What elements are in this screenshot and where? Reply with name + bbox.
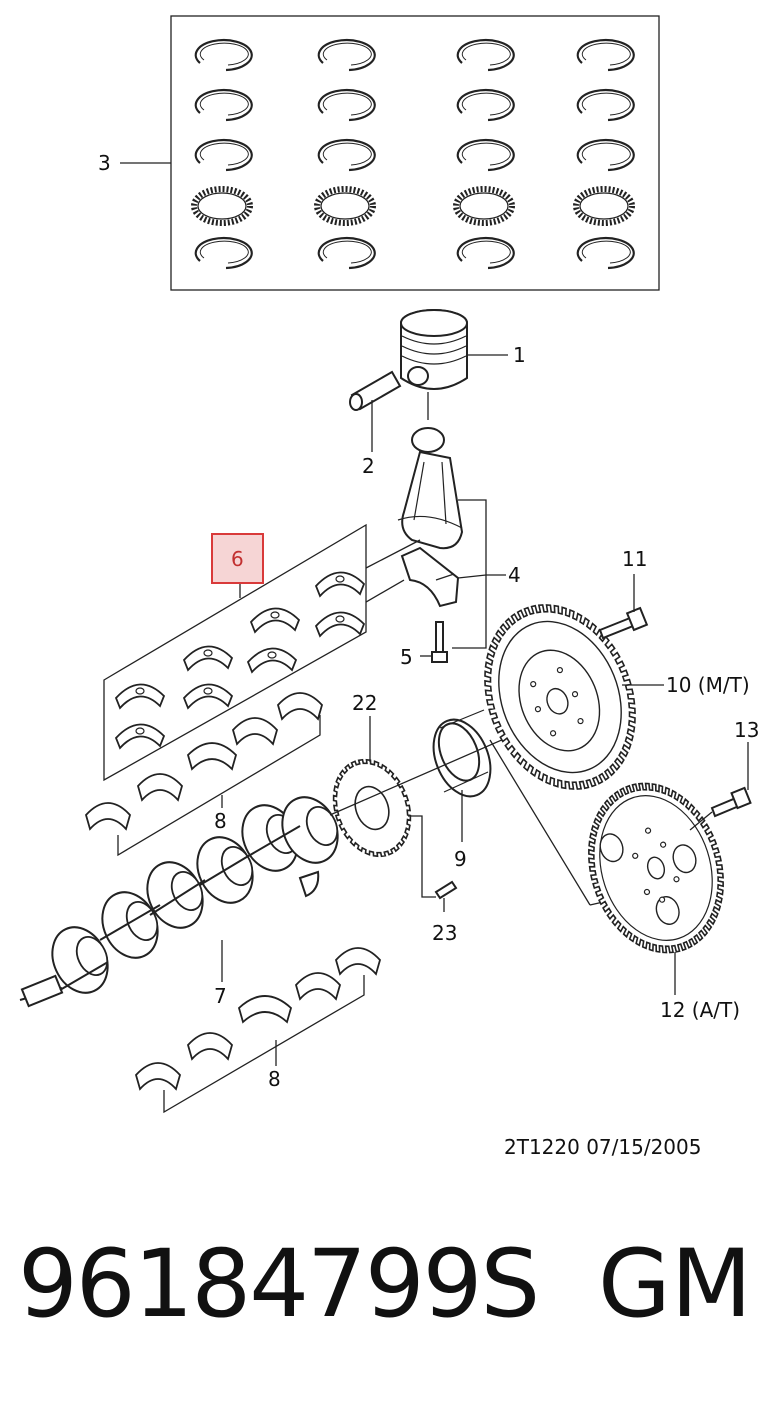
flywheel-mt — [484, 604, 636, 790]
rod-bearing-shell — [249, 607, 301, 634]
callout-11[interactable]: 11 — [622, 547, 647, 571]
sprocket-screw — [434, 880, 458, 900]
piston-ring — [317, 236, 376, 270]
callout-9[interactable]: 9 — [454, 847, 467, 871]
callout-10[interactable]: 10 (M/T) — [666, 673, 750, 697]
callout-13[interactable]: 13 — [734, 718, 759, 742]
piston-ring — [456, 138, 515, 172]
piston-ring — [317, 88, 376, 122]
rod-bolt — [431, 621, 448, 663]
drive-plate-at — [588, 782, 724, 954]
crankshaft — [19, 796, 339, 1008]
piston-ring — [194, 38, 253, 72]
callout-6[interactable]: 6 — [231, 547, 244, 571]
rod-bearing-set — [114, 571, 366, 750]
piston-ring — [314, 186, 376, 226]
callout-5[interactable]: 5 — [400, 645, 413, 669]
piston-ring — [576, 236, 635, 270]
highlighted-callout-box — [211, 533, 264, 584]
piston-ring — [317, 38, 376, 72]
piston-ring — [191, 186, 253, 226]
piston-ring — [576, 88, 635, 122]
drive-plate-bolt — [710, 786, 752, 818]
rod-bearing-shell — [246, 647, 298, 674]
callout-23[interactable]: 23 — [432, 921, 457, 945]
piston-ring — [576, 38, 635, 72]
crankshaft-sprocket — [332, 758, 412, 858]
piston-ring-set-frame — [170, 15, 660, 291]
piston-ring — [194, 88, 253, 122]
main-bearing-shell — [334, 947, 382, 976]
connecting-rod — [397, 427, 464, 550]
piston-ring — [576, 138, 635, 172]
main-bearing-shell — [84, 802, 132, 831]
callout-8-lower[interactable]: 8 — [268, 1067, 281, 1091]
callout-3[interactable]: 3 — [98, 151, 111, 175]
rod-bearing-shell — [182, 683, 234, 710]
piston-ring — [194, 138, 253, 172]
main-bearing-shell — [136, 773, 184, 802]
callout-8-upper[interactable]: 8 — [214, 809, 227, 833]
main-bearing-shell — [186, 1032, 234, 1061]
brand-name: GM — [598, 1230, 752, 1339]
piston-pin — [349, 370, 402, 411]
piston — [400, 309, 468, 390]
piston-ring — [456, 38, 515, 72]
leader-bracket-4 — [452, 499, 487, 649]
callout-7[interactable]: 7 — [214, 984, 227, 1008]
rod-bearing-shell — [182, 645, 234, 672]
rod-bearing-shell — [314, 571, 366, 598]
connecting-rod-cap — [400, 546, 460, 608]
callout-12[interactable]: 12 (A/T) — [660, 998, 740, 1022]
main-bearing-shell — [231, 717, 279, 746]
part-number: 96184799S — [18, 1230, 540, 1339]
callout-2[interactable]: 2 — [362, 454, 375, 478]
leader-bracket-8-lower — [163, 975, 365, 1114]
piston-ring — [456, 236, 515, 270]
main-bearing-shell — [186, 742, 238, 771]
lower-main-bearings — [134, 947, 382, 1091]
rod-bearing-shell — [114, 723, 166, 750]
callout-22[interactable]: 22 — [352, 691, 377, 715]
callout-4[interactable]: 4 — [508, 563, 521, 587]
main-bearing-shell — [294, 972, 342, 1001]
rod-bearing-shell — [314, 611, 366, 638]
rod-bearing-shell — [114, 683, 166, 710]
upper-main-bearings — [84, 692, 324, 831]
piston-ring — [456, 88, 515, 122]
diagram-reference-code: 2T1220 07/15/2005 — [504, 1135, 702, 1159]
rod-bearing-set-frame — [103, 523, 367, 782]
piston-ring — [317, 138, 376, 172]
piston-ring — [453, 186, 515, 226]
main-bearing-shell — [276, 692, 324, 721]
piston-ring — [194, 236, 253, 270]
leader-line-23 — [408, 815, 436, 898]
piston-ring-set — [191, 38, 635, 270]
callout-1[interactable]: 1 — [513, 343, 526, 367]
flywheel-bolt — [598, 606, 649, 640]
leader-bracket-8-upper — [117, 715, 321, 857]
main-bearing-shell — [237, 995, 293, 1024]
main-bearing-shell — [134, 1062, 182, 1091]
piston-ring — [573, 186, 635, 226]
